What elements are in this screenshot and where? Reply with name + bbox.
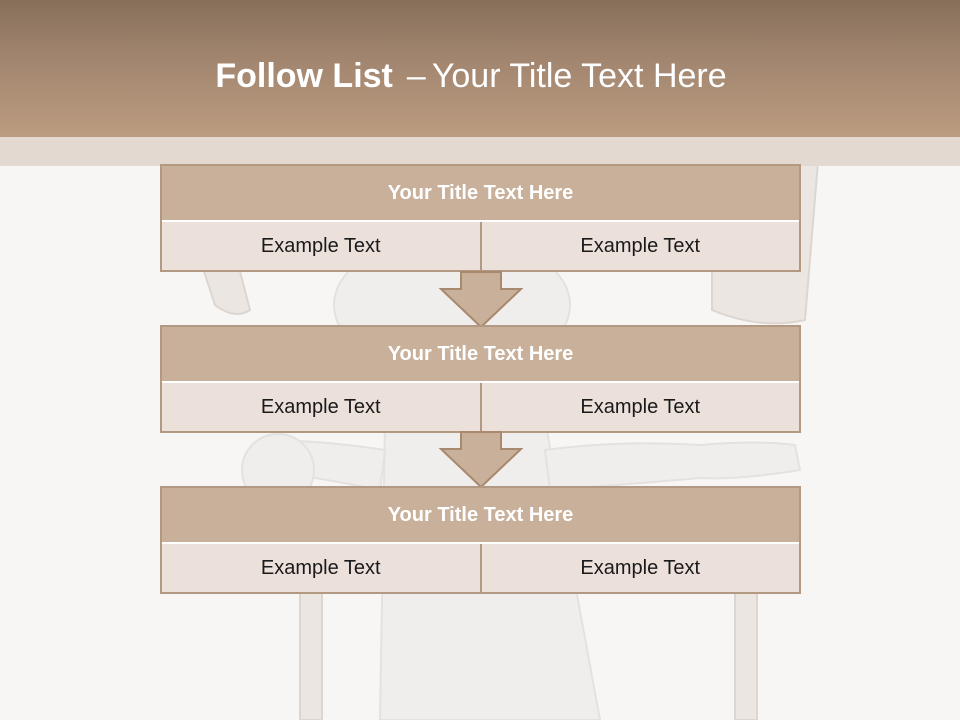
step-left-text: Example Text [260,395,381,418]
step-box-2: Your Title Text Here Example Text Exampl… [160,325,801,433]
step-right-text: Example Text [479,383,800,431]
step-row: Example Text Example Text [162,383,799,431]
step-row: Example Text Example Text [162,222,799,270]
header-band [0,137,960,166]
step-left-text: Example Text [260,556,381,579]
step-box-1: Your Title Text Here Example Text Exampl… [160,164,801,272]
step-row: Example Text Example Text [162,544,799,592]
step-right-text: Example Text [479,222,800,270]
step-title: Your Title Text Here [162,327,799,383]
header-bar [0,0,960,137]
down-arrow-icon [439,431,523,489]
step-title: Your Title Text Here [162,488,799,544]
step-left-text: Example Text [260,234,381,257]
step-title: Your Title Text Here [162,166,799,222]
slide-title: Follow List–Your Title Text Here [0,56,942,96]
title-separator: – [406,57,426,95]
step-right-text: Example Text [479,544,800,592]
step-box-3: Your Title Text Here Example Text Exampl… [160,486,801,594]
title-rest: Your Title Text Here [431,57,727,95]
title-bold-part: Follow List [215,57,393,95]
down-arrow-icon [439,271,523,329]
